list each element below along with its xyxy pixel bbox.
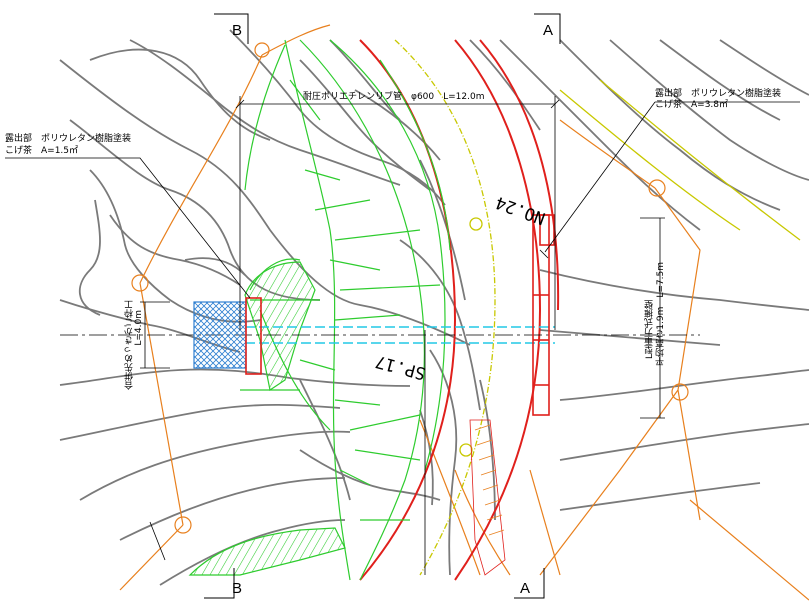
road-edges xyxy=(359,39,560,581)
slope-hatch-upper xyxy=(244,261,316,391)
gabion-length: L=4.0m xyxy=(134,310,144,346)
exposed-right-title: 露出部 ポリウレタン樹脂塗装 xyxy=(655,89,782,99)
right-retaining-wall xyxy=(532,214,555,416)
dimension-lines xyxy=(140,96,665,575)
gabion-block xyxy=(193,301,247,369)
left-headwall xyxy=(245,297,262,375)
road-centerline xyxy=(394,39,801,576)
red-small-hatch xyxy=(474,424,505,536)
section-marker-a-top: A xyxy=(543,22,554,39)
pipe-label: 耐圧ポリエチレンリブ管 φ600 L=12.0m xyxy=(303,92,485,102)
exposed-right-detail: こげ茶 A=3.8㎡ xyxy=(655,100,729,110)
retaining-wall-detail: 平均高さ1.9m L=7.5m xyxy=(656,262,666,366)
section-marker-b-bottom: B xyxy=(232,580,243,597)
contour-lines xyxy=(59,29,809,586)
leader-lines xyxy=(5,101,800,561)
boundary-nodes xyxy=(131,42,689,534)
slope-hatch-lower xyxy=(188,527,346,576)
pipe-lines xyxy=(245,326,555,344)
exposed-left-detail: こげ茶 A=1.5㎡ xyxy=(5,146,79,156)
section-cut-lines xyxy=(204,13,561,599)
boundary-lines xyxy=(119,24,809,601)
slope-hatch-red xyxy=(469,419,506,576)
section-marker-a-bottom: A xyxy=(520,580,531,597)
section-marker-b-top: B xyxy=(232,22,243,39)
exposed-left-title: 露出部 ポリウレタン樹脂塗装 xyxy=(5,134,132,144)
